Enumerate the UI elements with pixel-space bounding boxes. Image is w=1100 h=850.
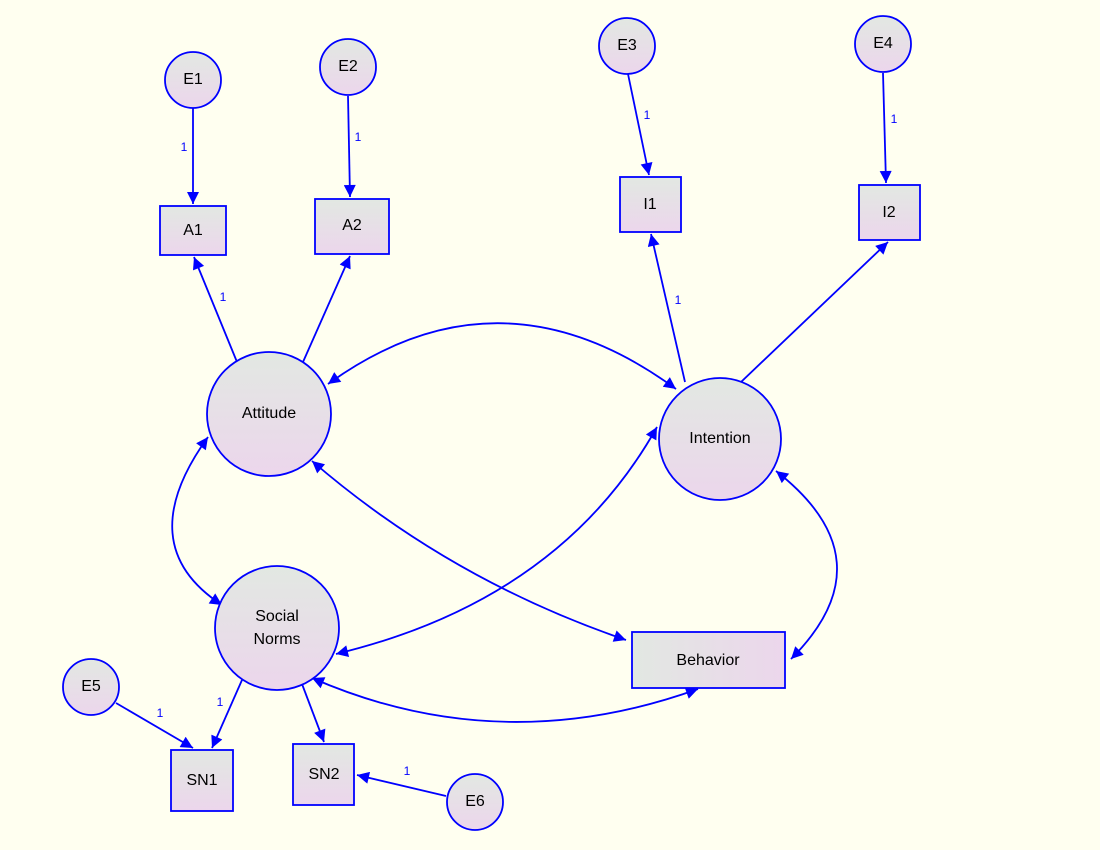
observed-box-behavior-label: Behavior: [676, 652, 740, 669]
error-node-e2[interactable]: E2: [319, 38, 377, 96]
indicator-box-i1-label: I1: [643, 196, 656, 213]
error-node-e6-label: E6: [465, 793, 485, 810]
latent-node-intention[interactable]: Intention: [658, 377, 782, 501]
indicator-box-i2-label: I2: [882, 204, 895, 221]
path-e4-i2: [879, 72, 892, 184]
indicator-box-a2[interactable]: A2: [314, 198, 390, 255]
error-node-e3-label: E3: [617, 37, 637, 54]
indicator-box-sn2[interactable]: SN2: [292, 743, 355, 806]
path-socialnorms-sn2: [301, 683, 326, 743]
cov-intention-behavior: [775, 470, 838, 660]
error-node-e5[interactable]: E5: [62, 658, 120, 716]
indicator-box-a1[interactable]: A1: [159, 205, 227, 256]
indicator-box-sn2-label: SN2: [308, 766, 339, 783]
path-intention-i2: [740, 241, 889, 383]
indicator-box-i2[interactable]: I2: [858, 184, 921, 241]
weight-e6-sn2: 1: [404, 764, 411, 778]
weight-e1-a1: 1: [181, 140, 188, 154]
path-e2-a2: [343, 95, 356, 198]
weight-e4-i2: 1: [891, 112, 898, 126]
paths-layer: [115, 72, 892, 797]
indicator-box-a2-label: A2: [342, 217, 362, 234]
latent-node-attitude-label: Attitude: [242, 405, 296, 422]
cov-intention-socialnorms: [335, 426, 658, 658]
path-attitude-a2: [302, 255, 351, 363]
weight-e3-i1: 1: [644, 108, 651, 122]
cov-attitude-socialnorms: [171, 436, 223, 606]
cov-socialnorms-behavior: [311, 677, 699, 723]
path-socialnorms-sn1: [211, 679, 243, 749]
weight-attitude-a1: 1: [220, 290, 227, 304]
indicator-box-i1[interactable]: I1: [619, 176, 682, 233]
latent-node-attitude[interactable]: Attitude: [206, 351, 332, 477]
error-node-e1-label: E1: [183, 71, 203, 88]
indicator-box-a1-label: A1: [183, 222, 203, 239]
latent-node-social-norms[interactable]: Social Norms: [214, 565, 340, 691]
error-node-e1[interactable]: E1: [164, 51, 222, 109]
weight-e2-a2: 1: [355, 130, 362, 144]
weight-intention-i1: 1: [675, 293, 682, 307]
indicator-box-sn1[interactable]: SN1: [170, 749, 234, 812]
nodes-layer: E1 E2 E3 E4 E5 E6 A1 A2: [62, 15, 921, 831]
indicator-box-sn1-label: SN1: [186, 772, 217, 789]
error-node-e5-label: E5: [81, 678, 101, 695]
weight-socialnorms-sn1: 1: [217, 695, 224, 709]
cov-attitude-behavior: [311, 460, 627, 642]
path-attitude-a1: [192, 256, 238, 363]
weights-layer: 1 1 1 1 1 1 1 1 1: [157, 108, 898, 778]
path-e5-sn1: [115, 702, 194, 749]
error-node-e3[interactable]: E3: [598, 17, 656, 75]
path-e3-i1: [627, 73, 653, 176]
weight-e5-sn1: 1: [157, 706, 164, 720]
error-node-e2-label: E2: [338, 58, 358, 75]
error-node-e4[interactable]: E4: [854, 15, 912, 73]
path-e6-sn2: [356, 771, 447, 797]
latent-node-social-norms-label-line1: Social: [255, 608, 299, 625]
observed-box-behavior[interactable]: Behavior: [631, 631, 786, 689]
error-node-e4-label: E4: [873, 35, 893, 52]
cov-attitude-intention: [327, 322, 677, 390]
path-intention-i1: [647, 233, 686, 383]
error-node-e6[interactable]: E6: [446, 773, 504, 831]
latent-node-intention-label: Intention: [689, 430, 750, 447]
latent-node-social-norms-label-line2: Norms: [253, 631, 300, 648]
